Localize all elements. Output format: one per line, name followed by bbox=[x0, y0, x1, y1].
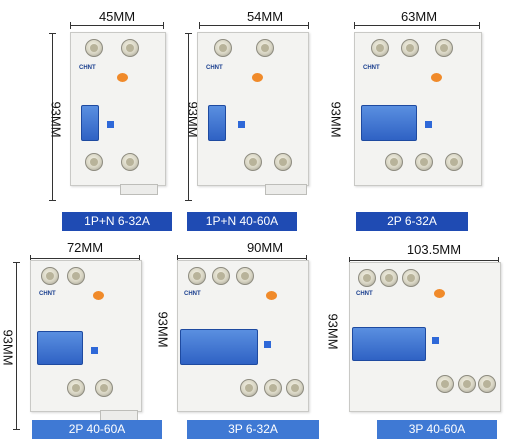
terminal-screw bbox=[286, 379, 304, 397]
width-dimension-line bbox=[30, 255, 140, 262]
terminal-screw bbox=[264, 379, 282, 397]
product-card-1p-n-6-32a: 45MM 93MM CHNT 1P+N 6-32A bbox=[0, 0, 175, 231]
indicator-icon bbox=[431, 73, 442, 82]
product-card-3p-40-60a: 103.5MM 93MM CHNT 3P 40-60A bbox=[326, 232, 522, 441]
breaker-device: CHNT bbox=[349, 262, 501, 412]
terminal-screw bbox=[188, 267, 206, 285]
width-dimension-label: 54MM bbox=[246, 9, 284, 24]
product-tag: 3P 40-60A bbox=[377, 420, 497, 439]
height-dimension-label: 93MM bbox=[48, 101, 64, 138]
height-dimension-label: 93MM bbox=[155, 311, 171, 348]
terminal-screw bbox=[41, 267, 59, 285]
breaker-device: CHNT bbox=[70, 32, 166, 186]
breaker-device: CHNT bbox=[354, 32, 482, 186]
product-tag: 1P+N 6-32A bbox=[62, 212, 172, 231]
brand-logo: CHNT bbox=[206, 65, 223, 71]
terminal-screw bbox=[401, 39, 419, 57]
terminal-screw bbox=[256, 39, 274, 57]
terminal-screw bbox=[380, 269, 398, 287]
terminal-screw bbox=[236, 267, 254, 285]
height-dimension-line bbox=[185, 33, 192, 201]
brand-logo: CHNT bbox=[184, 291, 201, 297]
breaker-device: CHNT bbox=[30, 260, 142, 412]
terminal-screw bbox=[478, 375, 496, 393]
terminal-screw bbox=[212, 267, 230, 285]
terminal-screw bbox=[85, 153, 103, 171]
width-dimension-line bbox=[177, 255, 307, 262]
test-button bbox=[425, 121, 432, 128]
test-button bbox=[264, 341, 271, 348]
breaker-device: CHNT bbox=[177, 260, 309, 412]
product-tag: 2P 6-32A bbox=[356, 212, 468, 231]
indicator-icon bbox=[252, 73, 263, 82]
test-button bbox=[238, 121, 245, 128]
height-dimension-line bbox=[49, 33, 56, 201]
terminal-screw bbox=[85, 39, 103, 57]
product-tag: 2P 40-60A bbox=[32, 420, 162, 439]
indicator-icon bbox=[117, 73, 128, 82]
width-dimension-line bbox=[199, 22, 309, 29]
breaker-lever bbox=[352, 327, 426, 361]
height-dimension-label: 93MM bbox=[0, 329, 16, 366]
breaker-lever bbox=[361, 105, 417, 141]
product-card-2p-6-32a: 63MM 93MM CHNT 2P 6-32A bbox=[329, 0, 522, 231]
width-dimension-label: 90MM bbox=[246, 240, 284, 255]
terminal-screw bbox=[436, 375, 454, 393]
width-dimension-line bbox=[349, 257, 499, 264]
brand-logo: CHNT bbox=[79, 65, 96, 71]
terminal-screw bbox=[274, 153, 292, 171]
width-dimension-label: 72MM bbox=[66, 240, 104, 255]
product-tag: 1P+N 40-60A bbox=[187, 212, 297, 231]
din-rail-clip bbox=[120, 184, 158, 195]
terminal-screw bbox=[244, 153, 262, 171]
terminal-screw bbox=[67, 379, 85, 397]
breaker-lever bbox=[180, 329, 258, 365]
width-dimension-label: 103.5MM bbox=[406, 242, 462, 257]
terminal-screw bbox=[402, 269, 420, 287]
terminal-screw bbox=[95, 379, 113, 397]
test-button bbox=[107, 121, 114, 128]
terminal-screw bbox=[67, 267, 85, 285]
width-dimension-label: 45MM bbox=[98, 9, 136, 24]
terminal-screw bbox=[385, 153, 403, 171]
terminal-screw bbox=[458, 375, 476, 393]
breaker-lever bbox=[208, 105, 226, 141]
product-card-2p-40-60a: 72MM 93MM CHNT 2P 40-60A bbox=[0, 232, 175, 441]
width-dimension-line bbox=[70, 22, 164, 29]
height-dimension-label: 93MM bbox=[328, 101, 344, 138]
height-dimension-line bbox=[13, 262, 20, 430]
indicator-icon bbox=[93, 291, 104, 300]
terminal-screw bbox=[121, 39, 139, 57]
test-button bbox=[432, 337, 439, 344]
terminal-screw bbox=[371, 39, 389, 57]
brand-logo: CHNT bbox=[363, 65, 380, 71]
terminal-screw bbox=[445, 153, 463, 171]
product-card-1p-n-40-60a: 54MM 93MM CHNT 1P+N 40-60A bbox=[175, 0, 350, 231]
terminal-screw bbox=[358, 269, 376, 287]
brand-logo: CHNT bbox=[39, 291, 56, 297]
terminal-screw bbox=[415, 153, 433, 171]
breaker-lever bbox=[37, 331, 83, 365]
terminal-screw bbox=[121, 153, 139, 171]
breaker-lever bbox=[81, 105, 99, 141]
din-rail-clip bbox=[265, 184, 307, 195]
width-dimension-label: 63MM bbox=[400, 9, 438, 24]
brand-logo: CHNT bbox=[356, 291, 373, 297]
terminal-screw bbox=[240, 379, 258, 397]
test-button bbox=[91, 347, 98, 354]
terminal-screw bbox=[214, 39, 232, 57]
product-card-3p-6-32a: 90MM 93MM CHNT 3P 6-32A bbox=[156, 232, 347, 441]
width-dimension-line bbox=[354, 22, 480, 29]
height-dimension-label: 93MM bbox=[325, 313, 341, 350]
indicator-icon bbox=[266, 291, 277, 300]
indicator-icon bbox=[434, 289, 445, 298]
product-tag: 3P 6-32A bbox=[187, 420, 319, 439]
breaker-device: CHNT bbox=[197, 32, 309, 186]
terminal-screw bbox=[435, 39, 453, 57]
